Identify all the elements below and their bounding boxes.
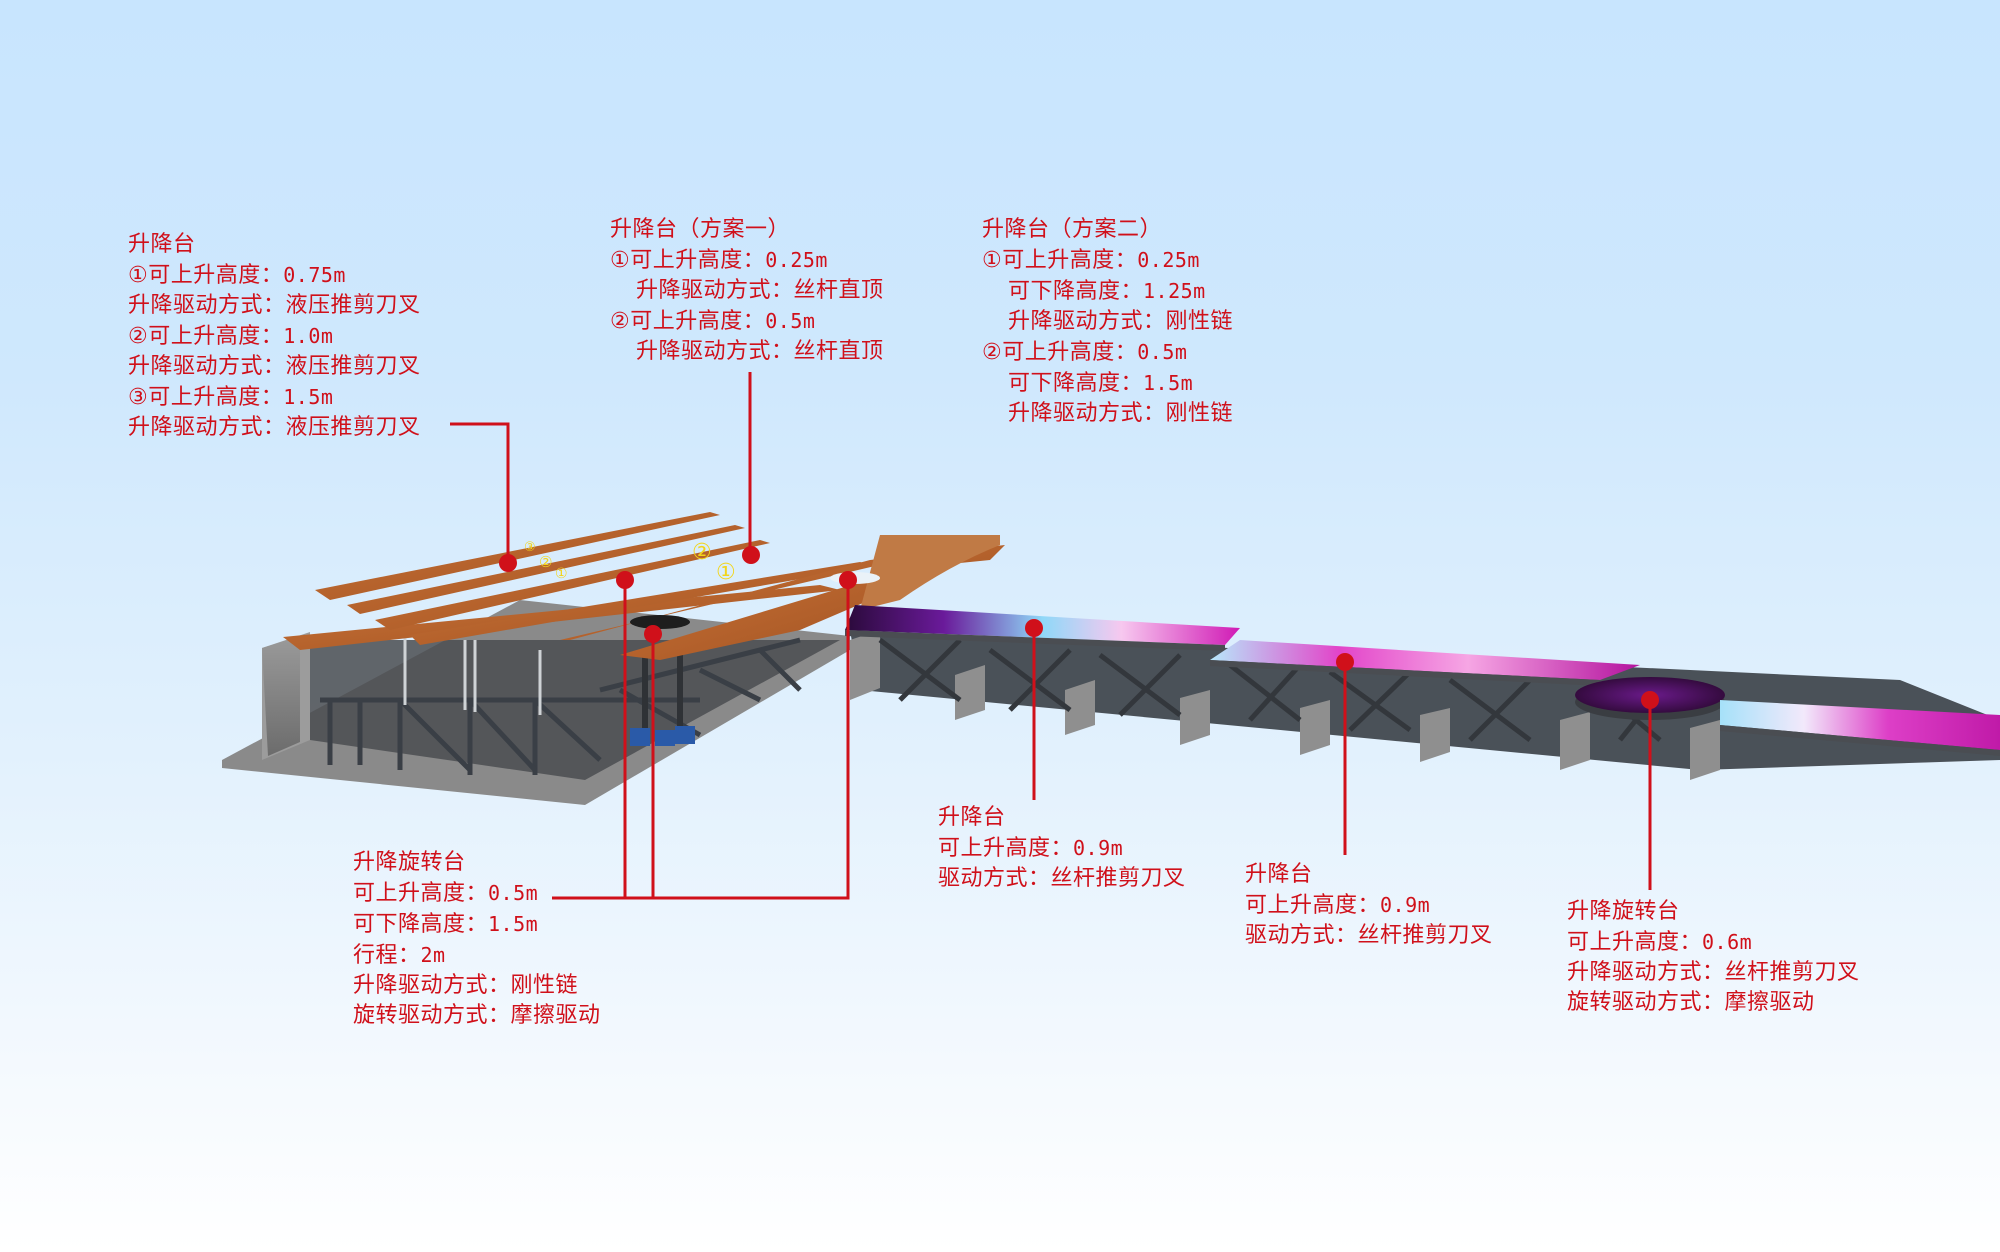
row-label: ①可上升高度： (982, 248, 1138, 273)
row-value: 摩擦驱动 (510, 1003, 601, 1028)
main-stage-wood-decks (283, 512, 1005, 660)
row-label: ②可上升高度： (128, 324, 284, 349)
callout-runway-lift-2: 升降台 可上升高度：0.9m 驱动方式：丝杆推剪刀叉 (1245, 860, 1493, 951)
row-value: 丝杆推剪刀叉 (1050, 866, 1186, 891)
row-value: 摩擦驱动 (1724, 990, 1815, 1015)
spiral-lift-columns (642, 650, 683, 740)
row-value: 0.9m (1380, 893, 1431, 917)
row-label: 升降驱动方式： (1567, 960, 1725, 985)
callout-title: 升降台 (128, 232, 196, 257)
row-label: 旋转驱动方式： (353, 1003, 511, 1028)
deck-marker-1-large: ① (716, 560, 736, 585)
led-lift-platform-2 (1210, 640, 1640, 686)
callout-main-lift: 升降台 ①可上升高度：0.75m 升降驱动方式：液压推剪刀叉 ②可上升高度：1.… (128, 230, 421, 443)
callout-title: 升降旋转台 (353, 850, 466, 875)
callout-title: 升降台 (1245, 862, 1313, 887)
callout-runway-lift-1: 升降台 可上升高度：0.9m 驱动方式：丝杆推剪刀叉 (938, 803, 1186, 894)
row-value: 1.5m (1143, 371, 1194, 395)
callout-rotating-lift-main: 升降旋转台 可上升高度：0.5m 可下降高度：1.5m 行程：2m 升降驱动方式… (353, 848, 601, 1031)
row-value: 1.25m (1143, 279, 1206, 303)
row-label: 升降驱动方式： (636, 278, 794, 303)
callout-title: 升降台 (938, 805, 1006, 830)
row-label: ③可上升高度： (128, 385, 284, 410)
callout-rotating-lift-end: 升降旋转台 可上升高度：0.6m 升降驱动方式：丝杆推剪刀叉 旋转驱动方式：摩擦… (1567, 897, 1860, 1018)
deck-marker-2-large: ② (692, 540, 712, 565)
callout-title: 升降台（方案一） (610, 217, 791, 242)
row-value: 0.5m (765, 309, 816, 333)
row-label: ②可上升高度： (610, 309, 766, 334)
row-label: 可下降高度： (353, 912, 489, 937)
row-label: ①可上升高度： (610, 248, 766, 273)
row-value: 0.75m (283, 263, 346, 287)
row-value: 0.25m (1137, 248, 1200, 272)
blue-drive-motors (630, 726, 695, 746)
row-value: 1.5m (488, 912, 539, 936)
row-value: 1.5m (283, 385, 334, 409)
row-value: 2m (420, 943, 446, 967)
row-label: 可下降高度： (1008, 279, 1144, 304)
row-label: 旋转驱动方式： (1567, 990, 1725, 1015)
row-label: 升降驱动方式： (636, 339, 794, 364)
callout-title: 升降台（方案二） (982, 217, 1163, 242)
led-runway-extension (1720, 700, 2000, 756)
row-value: 0.6m (1702, 930, 1753, 954)
row-label: 可上升高度： (1567, 930, 1703, 955)
callout-plan-two: 升降台（方案二） ①可上升高度：0.25m 可下降高度：1.25m 升降驱动方式… (982, 215, 1233, 429)
row-label: 驱动方式： (1245, 923, 1358, 948)
row-value: 丝杆直顶 (793, 339, 884, 364)
row-label: 可下降高度： (1008, 371, 1144, 396)
row-label: 可上升高度： (1245, 893, 1381, 918)
row-value: 0.25m (765, 248, 828, 272)
leader-dots (499, 546, 1659, 709)
row-value: 液压推剪刀叉 (285, 415, 421, 440)
row-value: 刚性链 (1165, 401, 1234, 426)
row-label: 升降驱动方式： (128, 415, 286, 440)
row-label: 升降驱动方式： (128, 354, 286, 379)
row-label: 可上升高度： (938, 836, 1074, 861)
lift-columns (403, 630, 542, 715)
deck-marker-2-small: ② (539, 553, 553, 571)
row-label: 可上升高度： (353, 881, 489, 906)
row-value: 丝杆推剪刀叉 (1724, 960, 1860, 985)
row-value: 0.5m (1137, 340, 1188, 364)
row-value: 丝杆直顶 (793, 278, 884, 303)
deck-marker-1-small: ① (555, 566, 568, 582)
row-value: 刚性链 (510, 973, 579, 998)
row-label: 行程： (353, 943, 421, 968)
callout-plan-one: 升降台（方案一） ①可上升高度：0.25m 升降驱动方式：丝杆直顶 ②可上升高度… (610, 215, 884, 367)
row-label: ①可上升高度： (128, 263, 284, 288)
row-label: ②可上升高度： (982, 340, 1138, 365)
row-label: 升降驱动方式： (353, 973, 511, 998)
row-label: 升降驱动方式： (1008, 401, 1166, 426)
row-value: 1.0m (283, 324, 334, 348)
deck-marker-3-small: ③ (524, 540, 536, 555)
callout-title: 升降旋转台 (1567, 899, 1680, 924)
row-value: 刚性链 (1165, 309, 1234, 334)
leader-lines (450, 372, 1652, 900)
row-value: 0.9m (1073, 836, 1124, 860)
row-value: 液压推剪刀叉 (285, 293, 421, 318)
row-value: 丝杆推剪刀叉 (1357, 923, 1493, 948)
row-label: 驱动方式： (938, 866, 1051, 891)
row-label: 升降驱动方式： (1008, 309, 1166, 334)
row-value: 0.5m (488, 881, 539, 905)
row-label: 升降驱动方式： (128, 293, 286, 318)
row-value: 液压推剪刀叉 (285, 354, 421, 379)
